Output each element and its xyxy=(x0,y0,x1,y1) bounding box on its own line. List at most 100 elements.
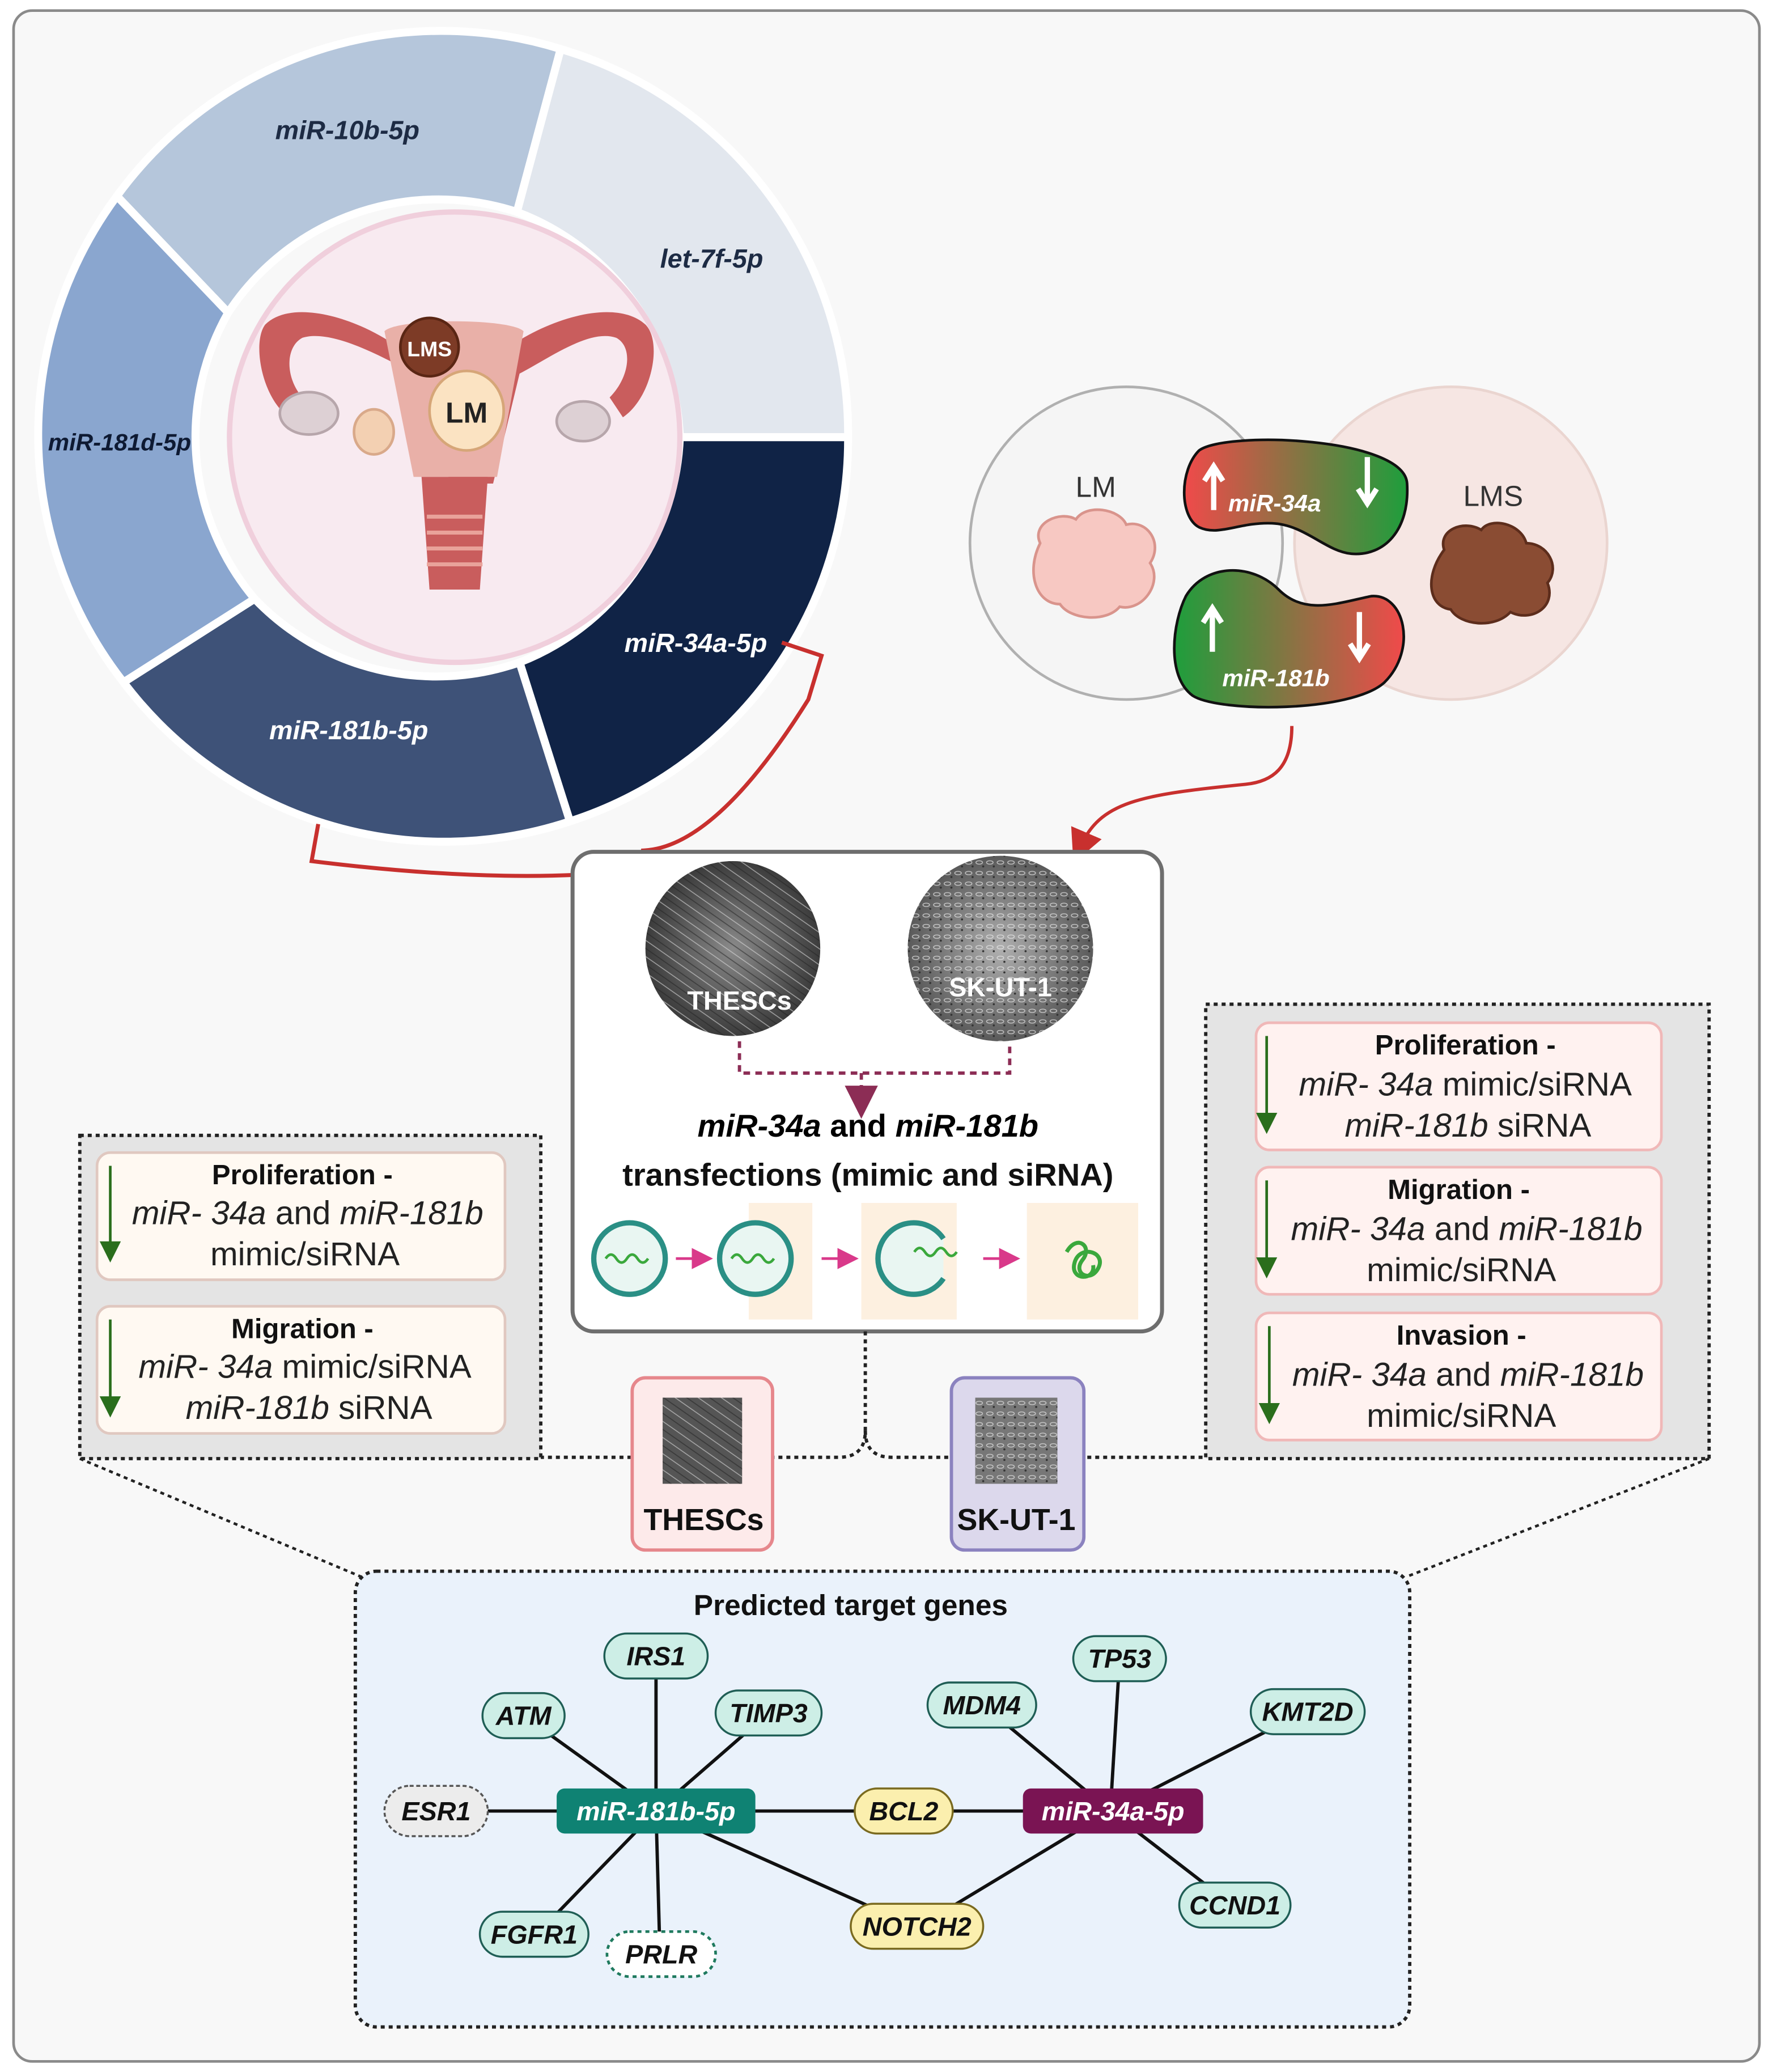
gene-node-bcl2 xyxy=(854,1787,954,1835)
hub-label-mir181b: miR-181b-5p xyxy=(576,1796,735,1826)
venn-diagram: LM LMS miR-34a miR-181b xyxy=(968,385,1609,863)
venn-to-box-arrow xyxy=(1071,726,1294,863)
gene-label-esr1: ESR1 xyxy=(401,1796,470,1826)
gene-node-prlr xyxy=(605,1930,717,1978)
ring-segment-mir-181d xyxy=(34,189,261,688)
gene-node-timp3 xyxy=(714,1689,823,1737)
gene-node-atm xyxy=(481,1692,566,1739)
right-box-proliferation-line2: miR-181b siRNA xyxy=(1344,1107,1591,1144)
cell-entry-icon xyxy=(716,1220,794,1297)
left-results-panel: Proliferation - miR- 34a and miR-181b mi… xyxy=(78,1133,542,1460)
right-box-invasion-line2: mimic/siRNA xyxy=(1367,1397,1556,1434)
lms-label: LMS xyxy=(407,337,452,361)
right-box-invasion xyxy=(1254,1311,1663,1442)
gene-node-tp53 xyxy=(1072,1635,1167,1683)
right-box-invasion-line1: miR- 34a and miR-181b xyxy=(1292,1356,1644,1393)
mir34a-down-arrow xyxy=(1356,457,1379,509)
uterus-illustration: LMS LM xyxy=(259,312,654,590)
target-gene-network: Predicted target genes IRS1 ATM TIMP3 ES… xyxy=(353,1569,1412,2029)
lm-tumor xyxy=(428,370,505,452)
thescs-tag-label: THESCs xyxy=(643,1503,764,1537)
right-box-proliferation xyxy=(1254,1021,1663,1151)
venn-label-lm: LM xyxy=(1076,470,1116,503)
gene-label-prlr: PRLR xyxy=(625,1939,697,1969)
gene-label-bcl2: BCL2 xyxy=(869,1796,938,1826)
mir181b-label: miR-181b xyxy=(1222,665,1329,692)
ring-label-mir-10b: miR-10b-5p xyxy=(275,115,419,145)
gene-node-kmt2d xyxy=(1249,1688,1366,1735)
mir181b-shape xyxy=(1173,569,1405,709)
right-box-migration-title: Migration - xyxy=(1388,1175,1530,1205)
release-icon xyxy=(875,1220,946,1297)
gene-node-irs1 xyxy=(603,1632,709,1680)
right-box-migration-line2: mimic/siRNA xyxy=(1367,1252,1556,1289)
network-title: Predicted target genes xyxy=(694,1588,1008,1621)
mir181b-down-arrow xyxy=(1347,612,1371,664)
right-results-panel: Proliferation - miR- 34a mimic/siRNA miR… xyxy=(1204,1002,1711,1460)
gene-node-ccnd1 xyxy=(1178,1882,1292,1929)
ring-label-let-7f: let-7f-5p xyxy=(660,244,764,273)
left-box-migration xyxy=(95,1304,507,1435)
transfection-title-line1: miR-34a and miR-181b xyxy=(698,1108,1038,1143)
thescs-label: THESCs xyxy=(687,986,791,1015)
ring-label-mir-34a: miR-34a-5p xyxy=(625,628,767,658)
gene-node-fgfr1 xyxy=(478,1910,589,1958)
mir34a-up-arrow xyxy=(1202,461,1225,510)
ring-label-mir-181d: miR-181d-5p xyxy=(48,429,191,456)
left-box-proliferation-title: Proliferation - xyxy=(212,1160,393,1190)
ring-label-mir-181b: miR-181b-5p xyxy=(269,715,428,745)
lms-tissue xyxy=(1430,522,1554,625)
thescs-tag: THESCs xyxy=(630,1376,774,1552)
transfection-box: THESCs SK-UT-1 miR-34a and miR-181b tran… xyxy=(570,850,1164,1334)
lm-tissue xyxy=(1032,508,1156,619)
venn-label-lms: LMS xyxy=(1463,480,1523,512)
gene-label-mdm4: MDM4 xyxy=(943,1690,1021,1720)
gene-label-notch2: NOTCH2 xyxy=(863,1912,972,1941)
left-box-proliferation xyxy=(95,1151,507,1281)
skut1-texture xyxy=(907,855,1093,1041)
gene-label-atm: ATM xyxy=(495,1701,552,1731)
right-box-migration xyxy=(1254,1166,1663,1296)
left-box-proliferation-line2: mimic/siRNA xyxy=(210,1236,400,1273)
right-box-invasion-title: Invasion - xyxy=(1397,1320,1526,1351)
left-box-migration-title: Migration - xyxy=(231,1313,374,1344)
lms-tumor xyxy=(399,316,460,378)
liposome-icon xyxy=(591,1220,668,1297)
right-brace xyxy=(863,1430,1206,1459)
right-connector xyxy=(1406,1457,1710,1578)
right-box-migration-line1: miR- 34a and miR-181b xyxy=(1291,1210,1643,1247)
transfection-title-line2: transfections (mimic and siRNA) xyxy=(622,1157,1113,1193)
right-box-proliferation-line1: miR- 34a mimic/siRNA xyxy=(1299,1066,1632,1103)
skut1-label: SK-UT-1 xyxy=(949,972,1052,1002)
hub-node-mir34a xyxy=(1023,1788,1203,1834)
mirna-ring: miR-10b-5p let-7f-5p miR-181d-5p miR-34a… xyxy=(34,27,852,878)
gene-label-ccnd1: CCND1 xyxy=(1189,1891,1280,1920)
left-box-migration-line2: miR-181b siRNA xyxy=(186,1389,432,1426)
transfection-steps xyxy=(591,1202,1139,1320)
skut1-tag: SK-UT-1 xyxy=(949,1376,1086,1552)
skut1-tag-label: SK-UT-1 xyxy=(957,1503,1075,1537)
ring-segment-mir-10b xyxy=(112,27,566,319)
thescs-texture xyxy=(645,861,821,1036)
gene-label-kmt2d: KMT2D xyxy=(1262,1697,1354,1727)
mir34a-label: miR-34a xyxy=(1228,490,1321,516)
lm-label: LM xyxy=(446,396,487,429)
ring-segment-mir-181b xyxy=(117,594,575,846)
left-connector xyxy=(79,1457,362,1578)
gene-node-esr1 xyxy=(383,1785,489,1837)
gene-label-tp53: TP53 xyxy=(1088,1644,1151,1673)
merge-dotted-arrow xyxy=(737,1041,1012,1103)
hub-label-mir34a: miR-34a-5p xyxy=(1042,1796,1185,1826)
gene-node-mdm4 xyxy=(926,1681,1037,1729)
mirna-coil-icon xyxy=(1064,1240,1102,1279)
left-brace xyxy=(541,1331,867,1459)
mir181b-up-arrow xyxy=(1201,603,1224,652)
gene-node-notch2 xyxy=(850,1902,985,1950)
gene-label-fgfr1: FGFR1 xyxy=(491,1920,578,1949)
mir34a-shape xyxy=(1182,438,1409,556)
left-box-proliferation-line1: miR- 34a and miR-181b xyxy=(132,1194,483,1231)
right-box-proliferation-title: Proliferation - xyxy=(1375,1030,1556,1061)
gene-label-irs1: IRS1 xyxy=(626,1642,685,1671)
left-box-migration-line1: miR- 34a mimic/siRNA xyxy=(138,1348,471,1385)
